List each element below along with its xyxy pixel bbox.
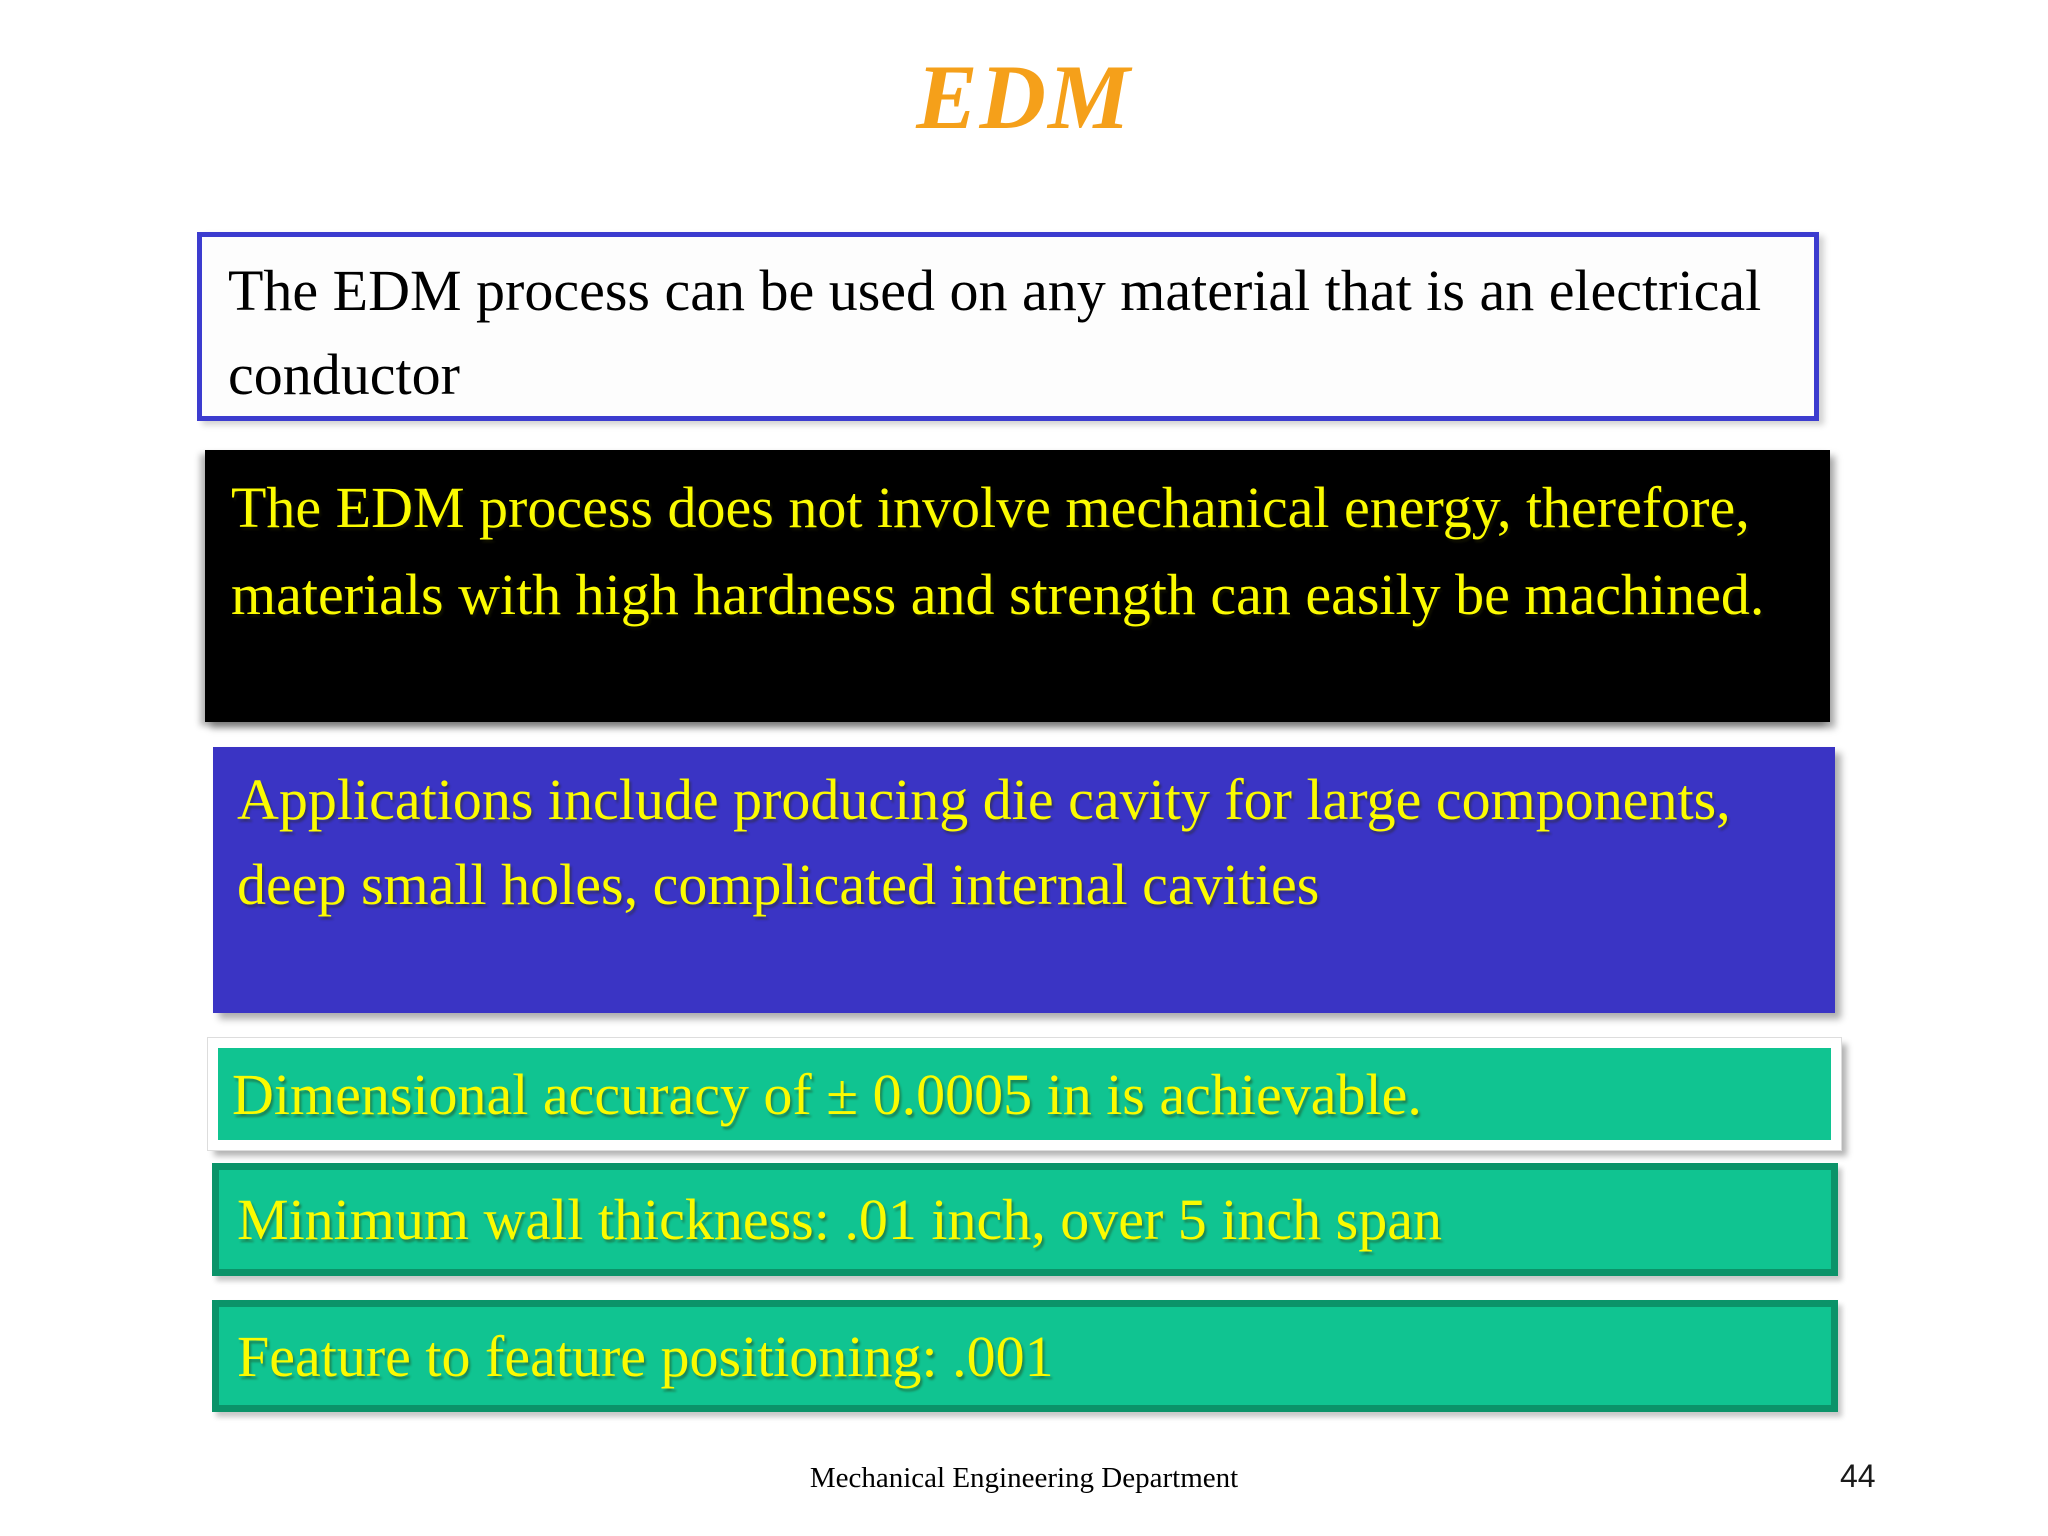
wall-thickness-text: Minimum wall thickness: .01 inch, over 5… — [237, 1187, 1442, 1252]
conductor-statement-box: The EDM process can be used on any mater… — [197, 232, 1819, 421]
feature-positioning-box: Feature to feature positioning: .001 — [212, 1300, 1838, 1412]
slide-title: EDM — [916, 46, 1132, 148]
applications-statement-text: Applications include producing die cavit… — [237, 767, 1731, 917]
conductor-statement-text: The EDM process can be used on any mater… — [228, 258, 1762, 407]
applications-statement-box: Applications include producing die cavit… — [213, 747, 1835, 1013]
wall-thickness-box: Minimum wall thickness: .01 inch, over 5… — [212, 1163, 1838, 1276]
footer-department: Mechanical Engineering Department — [809, 1462, 1239, 1494]
page-number: 44 — [1840, 1458, 1876, 1494]
hardness-statement-text: The EDM process does not involve mechani… — [231, 475, 1765, 627]
dimensional-accuracy-box: Dimensional accuracy of ± 0.0005 in is a… — [208, 1038, 1841, 1150]
feature-positioning-text: Feature to feature positioning: .001 — [237, 1323, 1054, 1389]
hardness-statement-box: The EDM process does not involve mechani… — [205, 450, 1830, 722]
dimensional-accuracy-text: Dimensional accuracy of ± 0.0005 in is a… — [232, 1061, 1422, 1127]
